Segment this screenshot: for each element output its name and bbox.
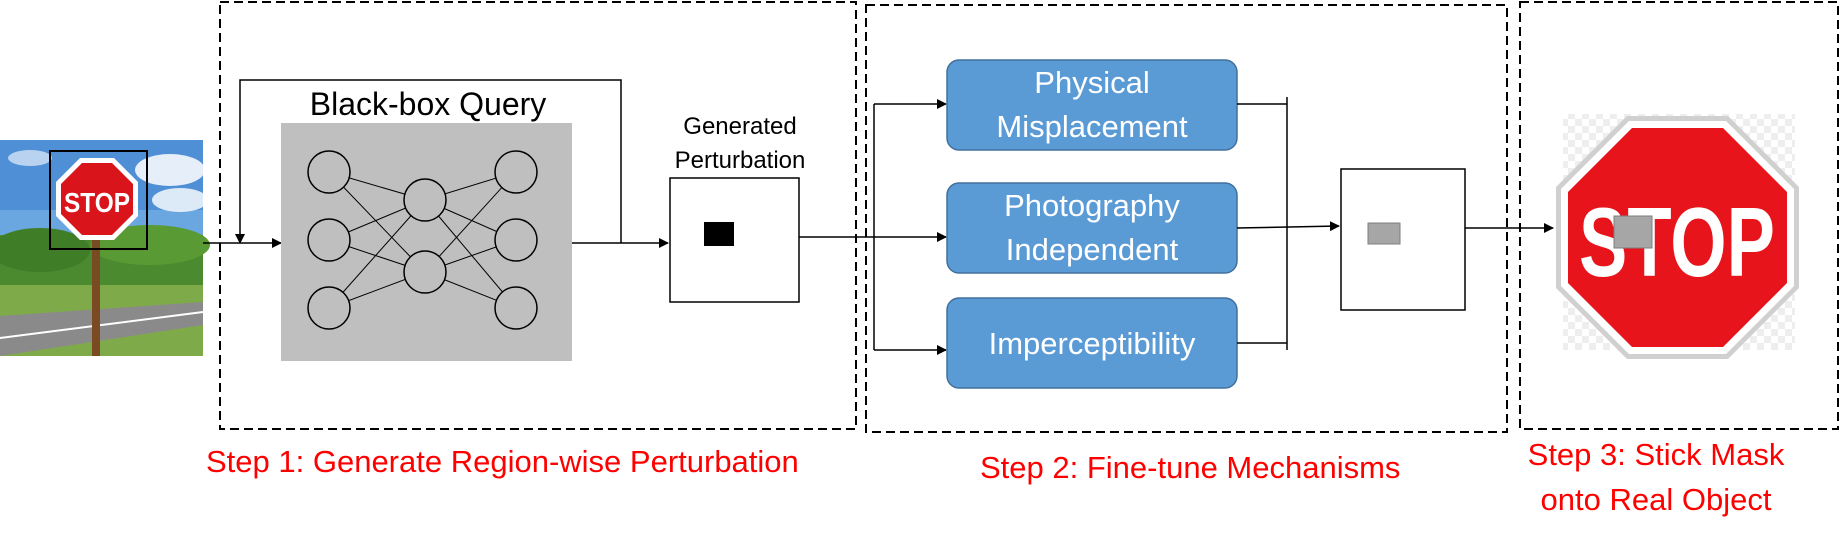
step2-caption: Step 2: Fine-tune Mechanisms bbox=[980, 450, 1400, 485]
stuck-mask-patch bbox=[1613, 215, 1653, 249]
generated-label-line2: Perturbation bbox=[675, 147, 806, 174]
step3-frame bbox=[1519, 1, 1839, 430]
perturbation-patch bbox=[704, 222, 734, 246]
output-stop-sign: STOP bbox=[1556, 114, 1799, 359]
step3-caption-line1: Step 3: Stick Mask bbox=[1528, 437, 1785, 472]
fanin-arrow bbox=[1236, 221, 1340, 232]
mechanism-3-line1: Imperceptibility bbox=[989, 326, 1196, 361]
mechanism-2-line1: Photography bbox=[1004, 188, 1180, 223]
mechanism-1-line2: Misplacement bbox=[996, 109, 1188, 144]
finetuned-mask-patch bbox=[1367, 222, 1401, 245]
detection-box bbox=[49, 150, 148, 250]
generated-label-line1: Generated bbox=[683, 113, 796, 140]
input-photo: STOP bbox=[0, 140, 210, 356]
feedback-loop bbox=[235, 79, 622, 244]
mechanism-1-line1: Physical bbox=[1034, 65, 1149, 100]
step2-frame bbox=[865, 4, 1508, 433]
step1-caption: Step 1: Generate Region-wise Perturbatio… bbox=[206, 444, 799, 479]
step1-frame bbox=[219, 1, 857, 430]
output-sign-text: STOP bbox=[1579, 187, 1775, 297]
mechanism-photography-independent: Photography Independent bbox=[946, 182, 1238, 274]
mechanism-imperceptibility: Imperceptibility bbox=[946, 297, 1238, 389]
finetuned-mask-box bbox=[1340, 168, 1466, 311]
step3-caption-line2: onto Real Object bbox=[1541, 482, 1772, 517]
mechanism-physical-misplacement: Physical Misplacement bbox=[946, 59, 1238, 151]
generated-perturbation-box bbox=[669, 177, 800, 303]
mechanism-2-line2: Independent bbox=[1006, 232, 1179, 267]
network-nodes bbox=[307, 150, 538, 330]
input-sign-text: STOP bbox=[64, 187, 130, 218]
blackbox-label: Black-box Query bbox=[310, 86, 547, 122]
